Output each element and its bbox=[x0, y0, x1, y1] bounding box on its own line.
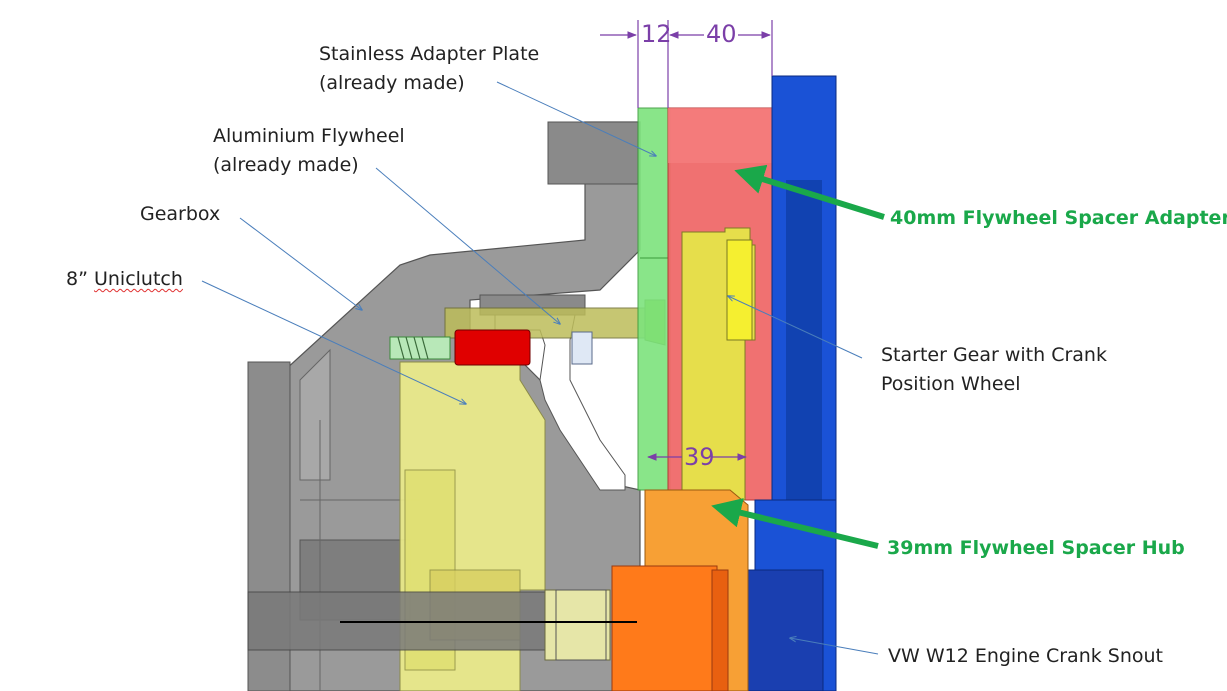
label-flywheel-line2: (already made) bbox=[213, 154, 359, 176]
leader-crank-snout bbox=[790, 638, 879, 655]
input-shaft bbox=[247, 589, 637, 661]
dimension-lines bbox=[600, 20, 773, 461]
starter-gear bbox=[681, 227, 756, 501]
label-adapter-plate: Stainless Adapter Plate (already made) bbox=[319, 40, 539, 98]
spacer-hub bbox=[611, 489, 749, 691]
label-crank-snout: VW W12 Engine Crank Snout bbox=[888, 645, 1164, 667]
leader-flywheel bbox=[375, 167, 560, 324]
label-flywheel-line1: Aluminium Flywheel bbox=[213, 125, 405, 147]
dimension-plate-thickness: 12 bbox=[641, 20, 672, 48]
label-uniclutch: 8” Uniclutch bbox=[66, 265, 183, 294]
leader-adapter-plate bbox=[496, 81, 656, 156]
label-uniclutch-word: Uniclutch bbox=[93, 268, 183, 290]
label-starter-gear: Starter Gear with Crank Position Wheel bbox=[881, 341, 1107, 399]
leader-gearbox bbox=[239, 217, 362, 310]
label-uniclutch-prefix: 8” bbox=[66, 268, 94, 290]
label-adapter-plate-line2: (already made) bbox=[319, 72, 465, 94]
callout-spacer-adapter: 40mm Flywheel Spacer Adapter bbox=[890, 207, 1227, 229]
stainless-adapter-plate bbox=[637, 107, 671, 491]
arrow-spacer-adapter bbox=[734, 164, 885, 220]
callout-spacer-hub: 39mm Flywheel Spacer Hub bbox=[887, 537, 1185, 559]
label-starter-gear-line1: Starter Gear with Crank bbox=[881, 344, 1107, 366]
label-gearbox: Gearbox bbox=[140, 203, 221, 225]
dimension-adapter-thickness: 40 bbox=[706, 20, 737, 48]
dimension-hub-thickness: 39 bbox=[684, 443, 715, 471]
callout-arrows bbox=[711, 164, 885, 549]
leader-uniclutch bbox=[201, 280, 466, 404]
label-adapter-plate-line1: Stainless Adapter Plate bbox=[319, 43, 540, 65]
label-flywheel: Aluminium Flywheel (already made) bbox=[213, 122, 405, 180]
leader-lines bbox=[201, 81, 879, 655]
label-starter-gear-line2: Position Wheel bbox=[881, 373, 1021, 395]
arrow-spacer-hub bbox=[711, 498, 879, 549]
leader-starter-gear bbox=[728, 296, 863, 359]
